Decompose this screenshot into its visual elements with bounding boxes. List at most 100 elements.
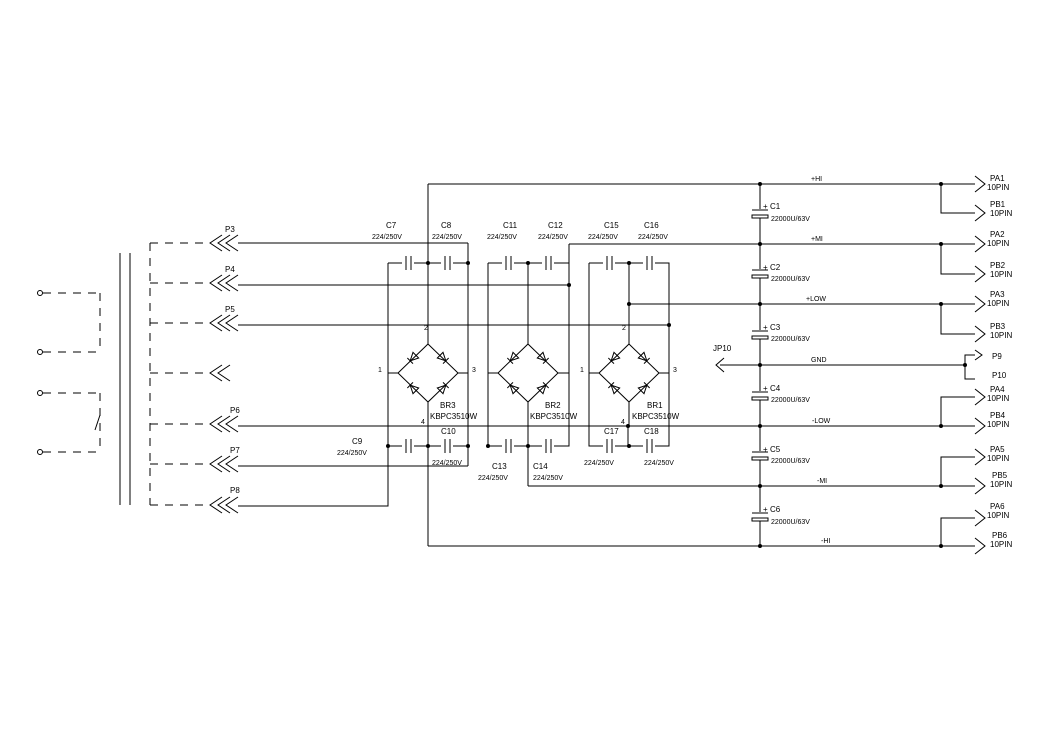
cap-c1-label: C1 — [770, 202, 781, 211]
br1-pin4: 4 — [621, 419, 625, 426]
conn-pa1-label: PA1 — [990, 174, 1005, 183]
conn-pa6-label: PA6 — [990, 502, 1005, 511]
bridge-br2-part: KBPC3510W — [530, 412, 578, 421]
br1-pin1: 1 — [580, 367, 584, 374]
cap-c4-label: C4 — [770, 384, 781, 393]
cap-c2-label: C2 — [770, 263, 781, 272]
cap-c10-label: C10 — [441, 427, 456, 436]
conn-pb1-pins: 10PIN — [990, 209, 1012, 218]
br3-pin4: 4 — [421, 419, 425, 426]
br1-pin2: 2 — [622, 325, 626, 332]
cap-c8-rating: 224/250V — [432, 234, 462, 241]
right-connectors — [940, 175, 986, 555]
bridge-capacitors — [402, 256, 655, 453]
rail-mi-neg-label: -MI — [817, 478, 827, 485]
cap-c3-plus: + — [763, 323, 768, 332]
bridge-br1-label: BR1 — [647, 401, 663, 410]
conn-pb1-label: PB1 — [990, 200, 1006, 209]
cap-c9-rating: 224/250V — [337, 450, 367, 457]
cap-c10-rating: 224/250V — [432, 460, 462, 467]
connector-p6-label: P6 — [230, 406, 240, 415]
conn-pa4-pins: 10PIN — [987, 394, 1009, 403]
cap-c11-label: C11 — [503, 221, 518, 230]
cap-c14-rating: 224/250V — [533, 475, 563, 482]
bridge-br3-label: BR3 — [440, 401, 456, 410]
conn-pb3-label: PB3 — [990, 322, 1006, 331]
conn-pa5-label: PA5 — [990, 445, 1005, 454]
rail-gnd-label: GND — [811, 357, 827, 364]
rail-low-neg-label: -LOW — [812, 418, 831, 425]
br3-pin3: 3 — [472, 367, 476, 374]
conn-pb3-pins: 10PIN — [990, 331, 1012, 340]
bridge-br3-part: KBPC3510W — [430, 412, 478, 421]
cap-c17-label: C17 — [604, 427, 619, 436]
cap-c3-label: C3 — [770, 323, 781, 332]
bridge-br2-label: BR2 — [545, 401, 561, 410]
cap-c4-plus: + — [763, 384, 768, 393]
conn-pa6-pins: 10PIN — [987, 511, 1009, 520]
cap-c2-value: 22000U/63V — [771, 276, 810, 283]
cap-c2-plus: + — [763, 263, 768, 272]
conn-pb2-label: PB2 — [990, 261, 1006, 270]
br3-pin2: 2 — [424, 325, 428, 332]
conn-pa1-pins: 10PIN — [987, 183, 1009, 192]
conn-pa2-pins: 10PIN — [987, 239, 1009, 248]
conn-pa3-pins: 10PIN — [987, 299, 1009, 308]
cap-c5-value: 22000U/63V — [771, 458, 810, 465]
cap-c1-plus: + — [763, 202, 768, 211]
jumper-jp10-label: JP10 — [713, 344, 732, 353]
conn-pb5-label: PB5 — [992, 471, 1008, 480]
conn-pb4-pins: 10PIN — [987, 420, 1009, 429]
bridge-rectifiers — [388, 263, 669, 486]
br3-pin1: 1 — [378, 367, 382, 374]
connector-p5-label: P5 — [225, 305, 235, 314]
cap-c3-value: 22000U/63V — [771, 336, 810, 343]
cap-c16-label: C16 — [644, 221, 659, 230]
bridge-br1-part: KBPC3510W — [632, 412, 680, 421]
conn-pa4-label: PA4 — [990, 385, 1005, 394]
connector-p8-label: P8 — [230, 486, 240, 495]
cap-c9-label: C9 — [352, 437, 363, 446]
conn-pa2-label: PA2 — [990, 230, 1005, 239]
conn-p10-label: P10 — [992, 371, 1007, 380]
cap-c13-rating: 224/250V — [478, 475, 508, 482]
rail-hi-pos-label: +HI — [811, 176, 822, 183]
br1-pin3: 3 — [673, 367, 677, 374]
cap-c15-label: C15 — [604, 221, 619, 230]
conn-pa3-label: PA3 — [990, 290, 1005, 299]
cap-c18-label: C18 — [644, 427, 659, 436]
conn-pa5-pins: 10PIN — [987, 454, 1009, 463]
cap-c6-value: 22000U/63V — [771, 519, 810, 526]
cap-c14-label: C14 — [533, 462, 548, 471]
ac-input-wires — [238, 242, 669, 507]
cap-c5-plus: + — [763, 445, 768, 454]
cap-c6-label: C6 — [770, 505, 781, 514]
cap-c6-plus: + — [763, 505, 768, 514]
cap-c1-value: 22000U/63V — [771, 216, 810, 223]
rail-hi-neg-label: -HI — [821, 538, 830, 545]
cap-c4-value: 22000U/63V — [771, 397, 810, 404]
cap-c7-rating: 224/250V — [372, 234, 402, 241]
cap-c11-rating: 224/250V — [487, 234, 517, 241]
rail-low-pos-label: +LOW — [806, 296, 826, 303]
electrolytic-capacitors — [750, 209, 770, 522]
conn-pb5-pins: 10PIN — [990, 480, 1012, 489]
connector-p4-label: P4 — [225, 265, 235, 274]
cap-c12-label: C12 — [548, 221, 563, 230]
cap-c8-label: C8 — [441, 221, 452, 230]
cap-c17-rating: 224/250V — [584, 460, 614, 467]
cap-c16-rating: 224/250V — [638, 234, 668, 241]
conn-pb2-pins: 10PIN — [990, 270, 1012, 279]
cap-c13-label: C13 — [492, 462, 507, 471]
conn-pb6-label: PB6 — [992, 531, 1008, 540]
cap-c7-label: C7 — [386, 221, 397, 230]
transformer — [37, 242, 210, 506]
cap-c18-rating: 224/250V — [644, 460, 674, 467]
connector-p7-label: P7 — [230, 446, 240, 455]
cap-c12-rating: 224/250V — [538, 234, 568, 241]
rail-mi-pos-label: +MI — [811, 236, 823, 243]
conn-pb6-pins: 10PIN — [990, 540, 1012, 549]
conn-p9-label: P9 — [992, 352, 1002, 361]
